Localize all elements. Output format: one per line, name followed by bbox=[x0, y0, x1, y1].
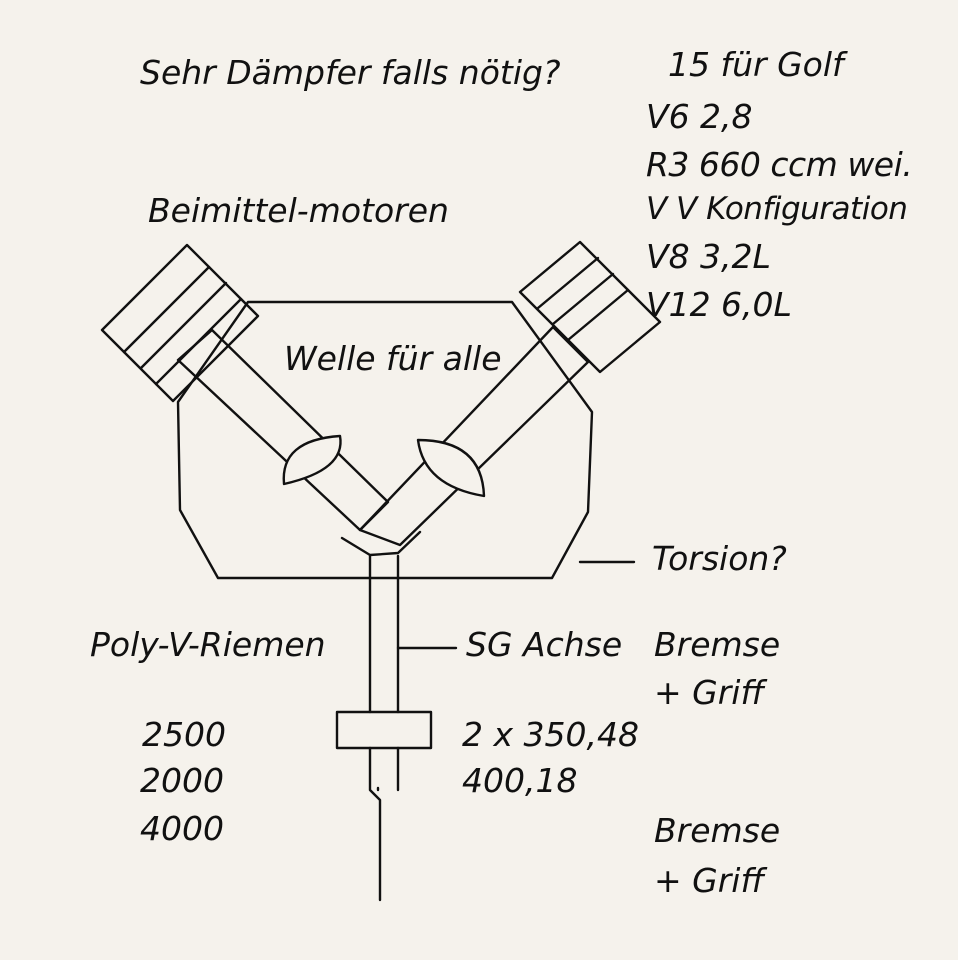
engine-list-item: V12 6,0L bbox=[646, 285, 792, 324]
grip-label: + Griff bbox=[654, 673, 765, 712]
engine-list-item: 15 für Golf bbox=[668, 45, 844, 84]
crankcase-outline bbox=[176, 300, 594, 580]
grip-label: + Griff bbox=[654, 861, 765, 900]
label-engines: Beimittel-motoren bbox=[148, 191, 449, 230]
lower-shaft bbox=[368, 746, 400, 902]
engine-list-item: V V Konfiguration bbox=[646, 191, 908, 227]
note-top: Sehr Dämpfer falls nötig? bbox=[140, 53, 561, 92]
label-belt: Poly-V-Riemen bbox=[90, 625, 326, 664]
right-bearing-cap bbox=[416, 438, 486, 498]
label-axle: SG Achse bbox=[466, 625, 623, 664]
brake-label: Bremse bbox=[654, 625, 781, 664]
engine-list-item: V8 3,2L bbox=[646, 237, 771, 276]
rpm-value: 2000 bbox=[140, 761, 224, 800]
rpm-value: 4000 bbox=[140, 809, 224, 848]
right-cylinder-head bbox=[518, 240, 662, 374]
shaft-coupling bbox=[335, 710, 433, 750]
rpm-value: 2500 bbox=[142, 715, 226, 754]
dimension-value: 400,18 bbox=[462, 761, 578, 800]
engine-list-item: R3 660 ccm wei. bbox=[646, 145, 913, 184]
label-torsion: Torsion? bbox=[652, 539, 787, 578]
left-bearing-cap bbox=[282, 434, 342, 486]
y-junction bbox=[340, 530, 422, 557]
main-shaft bbox=[368, 554, 400, 714]
dimension-value: 2 x 350,48 bbox=[462, 715, 639, 754]
brake-label: Bremse bbox=[654, 811, 781, 850]
engine-list-item: V6 2,8 bbox=[646, 97, 753, 136]
label-shaft: Welle für alle bbox=[284, 339, 502, 378]
